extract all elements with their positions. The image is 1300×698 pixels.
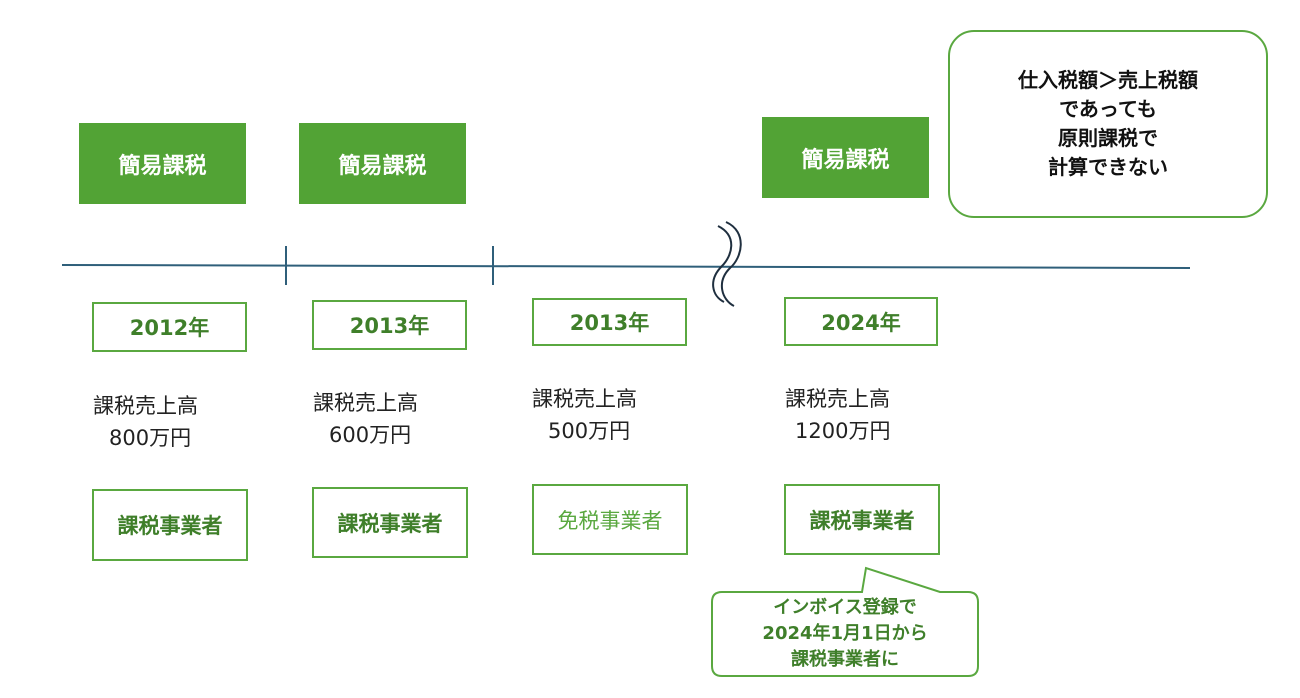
- sales-text-1: 課税売上高 800万円: [93, 390, 198, 454]
- sales-amount: 600万円: [329, 423, 412, 447]
- status-box-3: 免税事業者: [532, 484, 688, 555]
- status-label: 課税事業者: [117, 514, 223, 538]
- sales-label: 課税売上高: [93, 394, 198, 418]
- sales-label: 課税売上高: [532, 387, 637, 411]
- sales-amount: 500万円: [548, 419, 631, 443]
- sales-text-3: 課税売上高 500万円: [532, 383, 637, 447]
- year-label: 2013年: [569, 311, 650, 335]
- callout-line: インボイス登録で: [773, 597, 917, 618]
- note-box: 仕入税額＞売上税額 であっても 原則課税で 計算できない: [948, 30, 1268, 218]
- status-box-1: 課税事業者: [92, 489, 248, 561]
- note-line: 仕入税額＞売上税額: [1018, 68, 1198, 92]
- callout-text: インボイス登録で 2024年1月1日から 課税事業者に: [712, 592, 978, 676]
- sales-text-2: 課税売上高 600万円: [313, 387, 418, 451]
- method-box-2024: 簡易課税: [762, 117, 929, 198]
- method-label: 簡易課税: [801, 147, 890, 173]
- status-box-4: 課税事業者: [784, 484, 940, 555]
- method-label: 簡易課税: [338, 153, 427, 179]
- status-label: 課税事業者: [809, 508, 915, 533]
- callout-line: 2024年1月1日から: [762, 623, 928, 644]
- sales-text-4: 課税売上高 1200万円: [785, 383, 890, 447]
- sales-label: 課税売上高: [785, 387, 890, 411]
- note-line: 計算できない: [1048, 155, 1168, 179]
- timeline-break-icon: [712, 221, 742, 307]
- note-line: であっても: [1059, 97, 1157, 121]
- sales-label: 課税売上高: [313, 391, 418, 415]
- status-label: 免税事業者: [557, 508, 663, 533]
- sales-amount: 800万円: [109, 426, 192, 450]
- method-box-2012: 簡易課税: [79, 123, 246, 204]
- callout-bubble: [711, 566, 979, 677]
- method-box-2013: 簡易課税: [299, 123, 466, 204]
- year-box-3: 2013年: [532, 298, 687, 346]
- sales-amount: 1200万円: [795, 419, 891, 443]
- note-line: 原則課税で: [1058, 126, 1158, 150]
- method-label: 簡易課税: [118, 153, 207, 179]
- year-label: 2024年: [821, 310, 901, 335]
- status-box-2: 課税事業者: [312, 487, 468, 558]
- year-box-1: 2012年: [92, 302, 247, 352]
- year-box-2: 2013年: [312, 300, 467, 350]
- year-label: 2013年: [349, 314, 430, 338]
- callout-line: 課税事業者に: [791, 649, 899, 670]
- year-box-4: 2024年: [784, 297, 938, 346]
- status-label: 課税事業者: [337, 511, 443, 536]
- year-label: 2012年: [129, 316, 210, 340]
- timeline-axis: [61, 264, 1191, 269]
